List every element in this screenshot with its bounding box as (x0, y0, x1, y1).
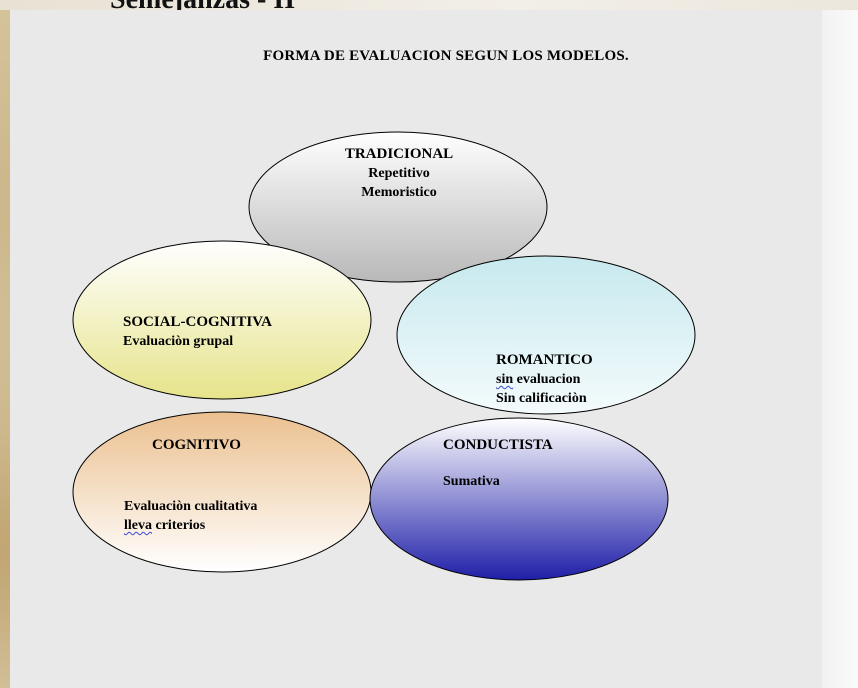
models-diagram (72, 131, 696, 581)
romantico-line1: sin evaluacion (496, 370, 593, 389)
romantico-line1-b: evaluacion (513, 372, 581, 387)
cognitivo-line2-a: lleva (124, 518, 152, 533)
social-cognitiva-title: SOCIAL-COGNITIVA (123, 314, 272, 330)
page-right-edge (822, 10, 858, 688)
label-tradicional: TRADICIONAL Repetitivo Memoristico (333, 145, 465, 202)
romantico-title: ROMANTICO (496, 352, 593, 368)
label-conductista: CONDUCTISTA Sumativa (443, 436, 553, 491)
ellipse-romantico (396, 255, 696, 415)
label-romantico: ROMANTICO sin evaluacion Sin calificaciò… (496, 351, 593, 408)
tradicional-line2: Memoristico (361, 185, 437, 200)
label-cognitivo-body: Evaluaciòn cualitativa lleva criterios (124, 497, 257, 535)
label-cognitivo: COGNITIVO (152, 436, 241, 455)
tradicional-title: TRADICIONAL (344, 146, 454, 162)
ellipse-conductista (369, 417, 669, 581)
cognitivo-line2: lleva criterios (124, 516, 257, 535)
conductista-line1: Sumativa (443, 474, 500, 489)
romantico-line2: Sin calificaciòn (496, 391, 587, 406)
diagram-page: FORMA DE EVALUACION SEGUN LOS MODELOS. (10, 10, 822, 688)
label-social-cognitiva: SOCIAL-COGNITIVA Evaluaciòn grupal (123, 313, 272, 351)
cognitivo-title: COGNITIVO (152, 437, 241, 453)
top-strip (0, 0, 858, 10)
tradicional-line1: Repetitivo (368, 166, 430, 181)
ellipse-social-cognitiva (72, 240, 372, 400)
romantico-line1-a: sin (496, 372, 514, 387)
cognitivo-line2-b: criterios (152, 518, 206, 533)
conductista-title: CONDUCTISTA (443, 437, 553, 453)
cognitivo-line1: Evaluaciòn cualitativa (124, 499, 258, 514)
ellipse-tradicional (248, 131, 548, 283)
social-cognitiva-line1: Evaluaciòn grupal (123, 334, 234, 349)
diagram-title: FORMA DE EVALUACION SEGUN LOS MODELOS. (263, 48, 629, 64)
